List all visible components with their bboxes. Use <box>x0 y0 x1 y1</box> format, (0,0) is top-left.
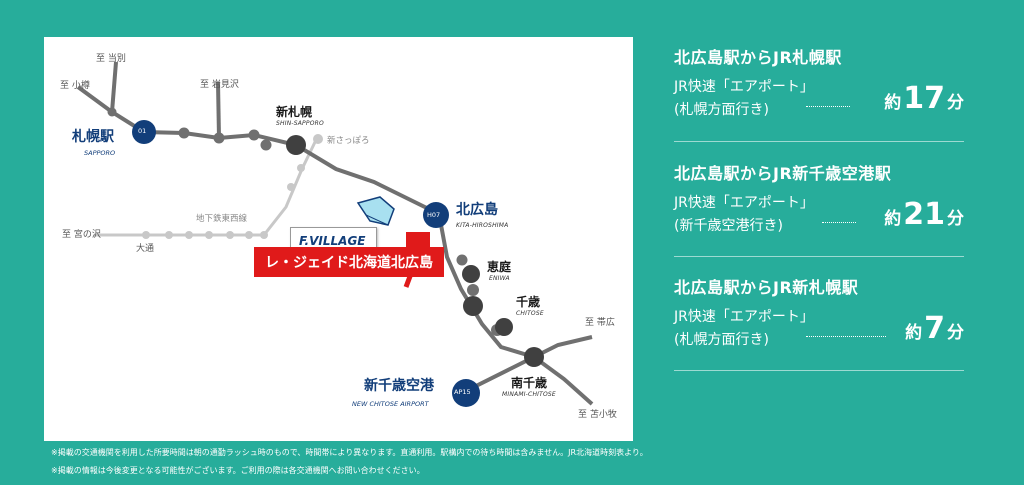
route-line: JR快速「エアポート」 <box>674 79 814 95</box>
duration-prefix: 約 <box>884 209 902 229</box>
route-line: JR快速「エアポート」 <box>674 309 814 325</box>
footnote-1: ※掲載の交通機関を利用した所要時間は朝の通勤ラッシュ時のもので、時間帯により異な… <box>51 448 648 457</box>
route-map: 01 H07 AP15 至 当別 至 小樽 至 岩見沢 至 宮の沢 至 帯広 至… <box>44 37 633 441</box>
duration-prefix: 約 <box>905 323 923 343</box>
station-shin-sapporo-subway: 新さっぽろ <box>327 136 370 146</box>
route-info-2: 北広島駅からJR新千歳空港駅 JR快速「エアポート」 (新千歳空港行き) 約 2… <box>674 160 964 250</box>
sapporo-code: 01 <box>138 127 147 135</box>
duration-unit: 分 <box>947 93 964 113</box>
duration-prefix: 約 <box>884 93 902 113</box>
route-direction: (札幌方面行き) <box>674 102 769 118</box>
fvillage-title: F.VILLAGE <box>299 234 366 248</box>
station-chitose: 千歳 <box>516 295 541 309</box>
route-separator <box>674 370 964 371</box>
new-chitose-code: AP15 <box>454 388 471 396</box>
duration-unit: 分 <box>947 323 964 343</box>
subway-line-label: 地下鉄東西線 <box>196 214 248 224</box>
dest-obihiro: 至 帯広 <box>585 318 615 328</box>
station-new-chitose: 新千歳空港 <box>364 378 434 394</box>
duration-minutes: 17 <box>903 81 945 116</box>
footnote-2: ※掲載の情報は今後変更となる可能性がございます。ご利用の際は各交通機関へお問い合… <box>51 466 425 475</box>
leader-dots <box>806 336 886 337</box>
dest-miyanosawa: 至 宮の沢 <box>62 230 101 240</box>
dest-otaru: 至 小樽 <box>60 81 90 91</box>
route-direction: (札幌方面行き) <box>674 332 769 348</box>
station-eniwa: 恵庭 <box>487 260 512 274</box>
property-label: レ・ジェイド北海道北広島 <box>254 247 444 277</box>
station-minami-chitose-en: MINAMI-CHITOSE <box>502 391 556 398</box>
duration-minutes: 21 <box>903 197 945 232</box>
station-kita-hiroshima-en: KITA-HIROSHIMA <box>456 222 509 229</box>
station-oodori: 大通 <box>136 244 155 254</box>
route-separator <box>674 141 964 142</box>
station-new-chitose-en: NEW CHITOSE AIRPORT <box>352 400 429 408</box>
route-map-lines <box>76 61 594 407</box>
route-line: JR快速「エアポート」 <box>674 195 814 211</box>
duration-minutes: 7 <box>924 311 945 346</box>
dest-tomakomai: 至 苫小牧 <box>578 410 617 420</box>
station-sapporo: 札幌駅 <box>72 129 114 145</box>
route-title: 北広島駅からJR新札幌駅 <box>674 278 859 297</box>
route-title: 北広島駅からJR新千歳空港駅 <box>674 164 892 183</box>
route-duration: 約 7 分 <box>905 314 964 344</box>
station-shin-sapporo: 新札幌 <box>276 105 313 119</box>
route-duration: 約 17 分 <box>884 84 964 114</box>
route-title: 北広島駅からJR札幌駅 <box>674 48 842 67</box>
dest-iwamizawa: 至 岩見沢 <box>200 80 239 90</box>
station-shin-sapporo-en: SHIN-SAPPORO <box>276 120 324 127</box>
route-info-1: 北広島駅からJR札幌駅 JR快速「エアポート」 (札幌方面行き) 約 17 分 <box>674 44 964 134</box>
route-separator <box>674 256 964 257</box>
station-sapporo-en: SAPPORO <box>84 149 116 157</box>
station-minami-chitose: 南千歳 <box>511 376 548 390</box>
station-kita-hiroshima: 北広島 <box>456 202 498 218</box>
route-duration: 約 21 分 <box>884 200 964 230</box>
duration-unit: 分 <box>947 209 964 229</box>
station-eniwa-en: ENIWA <box>489 275 510 282</box>
route-direction: (新千歳空港行き) <box>674 218 783 234</box>
kita-hiroshima-code: H07 <box>427 211 441 219</box>
leader-dots <box>822 222 856 223</box>
route-info-3: 北広島駅からJR新札幌駅 JR快速「エアポート」 (札幌方面行き) 約 7 分 <box>674 274 964 364</box>
dest-toubetsu: 至 当別 <box>96 54 126 64</box>
station-chitose-en: CHITOSE <box>516 310 544 317</box>
leader-dots <box>806 106 850 107</box>
